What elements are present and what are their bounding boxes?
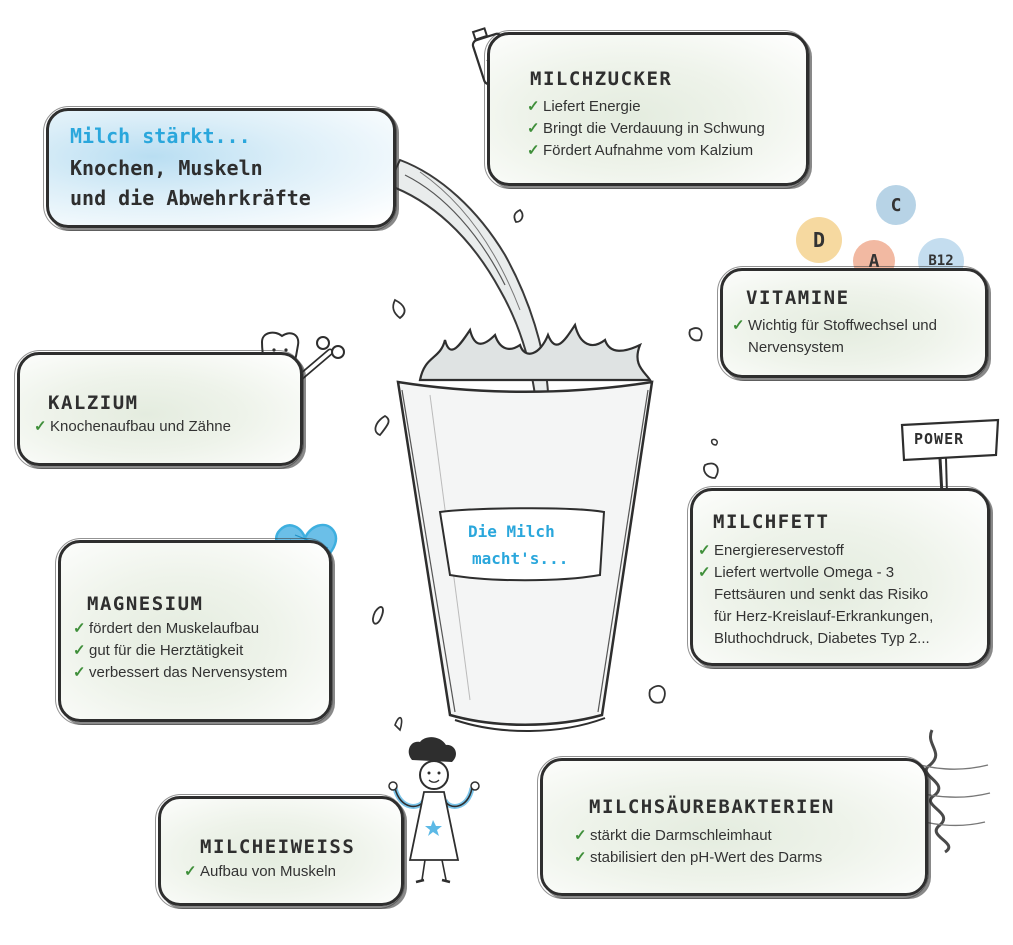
headline-line-2: Knochen, Muskeln <box>70 156 263 180</box>
magnesium-list: ✓fördert den Muskelaufbau ✓gut für die H… <box>73 618 287 684</box>
kalzium-title: KALZIUM <box>48 392 139 414</box>
milk-drop <box>394 716 403 732</box>
list-item: ✓Energiereservestoff <box>698 540 933 562</box>
power-sign-text: POWER <box>914 430 965 448</box>
check-icon: ✓ <box>34 418 47 435</box>
list-item: ✓Knochenaufbau und Zähne <box>34 416 231 438</box>
list-item: ✓fördert den Muskelaufbau <box>73 618 287 640</box>
milchzucker-title: MILCHZUCKER <box>530 68 673 90</box>
list-item-continuation: Nervensystem <box>748 339 844 356</box>
list-item: ✓Liefert Energie <box>527 96 765 118</box>
check-icon: ✓ <box>527 98 540 115</box>
vitamine-box <box>717 266 989 381</box>
milk-drop <box>648 685 666 704</box>
vitamine-list: ✓Wichtig für Stoffwechsel und Nervensyst… <box>732 315 937 359</box>
list-item-continuation: für Herz-Kreislauf-Erkrankungen, <box>714 608 934 625</box>
cup-label-shape <box>438 507 606 582</box>
milk-drop <box>374 414 390 437</box>
check-icon: ✓ <box>73 664 86 681</box>
list-item: ✓Liefert wertvolle Omega - 3 <box>698 562 933 584</box>
kalzium-list: ✓Knochenaufbau und Zähne <box>34 416 231 438</box>
list-item: ✓Aufbau von Muskeln <box>184 861 336 883</box>
list-item: ✓stärkt die Darmschleimhaut <box>574 825 822 847</box>
milchzucker-box <box>484 30 810 189</box>
list-item: ✓gut für die Herztätigkeit <box>73 640 287 662</box>
list-item: ✓Bringt die Verdauung in Schwung <box>527 118 765 140</box>
check-icon: ✓ <box>698 542 711 559</box>
milk-drop <box>513 208 524 223</box>
milcheiweiss-title: MILCHEIWEISS <box>200 836 356 858</box>
check-icon: ✓ <box>73 642 86 659</box>
list-item: ✓verbessert das Nervensystem <box>73 662 287 684</box>
milchsaeure-list: ✓stärkt die Darmschleimhaut ✓stabilisier… <box>574 825 822 869</box>
milcheiweiss-box <box>155 794 405 909</box>
list-item-continuation: Bluthochdruck, Diabetes Typ 2... <box>714 630 930 647</box>
milk-drop <box>392 298 406 320</box>
milk-splash <box>418 322 652 382</box>
check-icon: ✓ <box>574 827 587 844</box>
list-item-continuation: Fettsäuren und senkt das Risiko <box>714 586 929 603</box>
vitamine-title: VITAMINE <box>746 287 850 309</box>
cup-label-line-2: macht's... <box>472 549 569 568</box>
list-item: ✓Fördert Aufnahme vom Kalzium <box>527 140 765 162</box>
milchfett-title: MILCHFETT <box>713 511 830 533</box>
milk-drop <box>372 606 384 625</box>
girl-figure-icon <box>388 737 480 884</box>
list-item: ✓stabilisiert den pH-Wert des Darms <box>574 847 822 869</box>
milcheiweiss-list: ✓Aufbau von Muskeln <box>184 861 336 883</box>
headline-line-3: und die Abwehrkräfte <box>70 186 311 210</box>
check-icon: ✓ <box>184 863 197 880</box>
check-icon: ✓ <box>527 120 540 137</box>
list-item: ✓Wichtig für Stoffwechsel und <box>732 315 937 337</box>
check-icon: ✓ <box>698 564 711 581</box>
vitamin-c-bubble: C <box>876 185 916 225</box>
check-icon: ✓ <box>527 142 540 159</box>
check-icon: ✓ <box>574 849 587 866</box>
milchsaeure-title: MILCHSÄUREBAKTERIEN <box>589 796 835 818</box>
headline-box <box>43 106 397 231</box>
cup-label-line-1: Die Milch <box>468 522 555 541</box>
milchfett-list: ✓Energiereservestoff ✓Liefert wertvolle … <box>698 540 933 650</box>
check-icon: ✓ <box>73 620 86 637</box>
kalzium-box <box>14 350 304 469</box>
milk-drop <box>703 462 719 479</box>
milk-drop <box>688 327 703 342</box>
magnesium-title: MAGNESIUM <box>87 593 204 615</box>
headline-line-1: Milch stärkt... <box>70 124 251 148</box>
milk-drop <box>710 438 718 446</box>
milchzucker-list: ✓Liefert Energie ✓Bringt die Verdauung i… <box>527 96 765 162</box>
vitamin-d-bubble: D <box>796 217 842 263</box>
check-icon: ✓ <box>732 317 745 334</box>
